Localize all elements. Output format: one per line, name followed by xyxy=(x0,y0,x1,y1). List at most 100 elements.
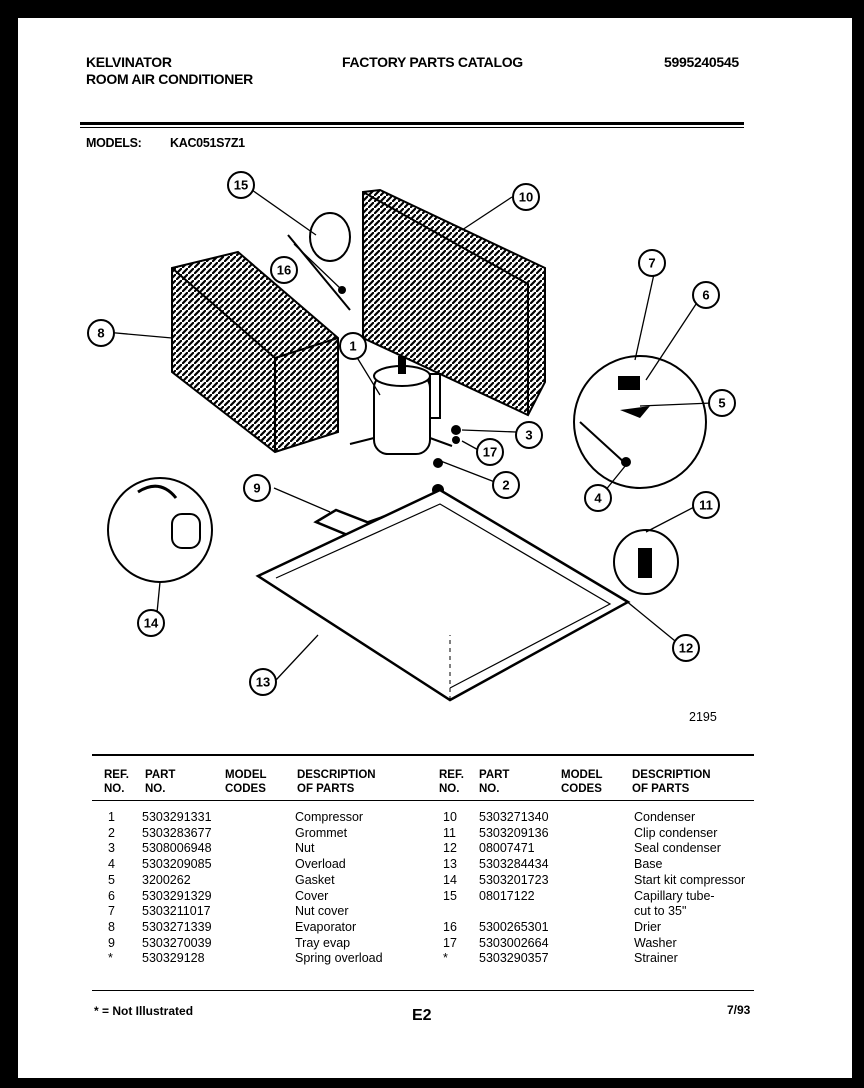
callout-8: 8 xyxy=(87,319,115,347)
cell: Washer xyxy=(634,935,677,950)
cell: 5308006948 xyxy=(142,841,212,856)
cell: 14 xyxy=(443,872,457,887)
cell: 5 xyxy=(108,872,115,887)
cell: 5303283677 xyxy=(142,825,212,840)
cell: 5303201723 xyxy=(479,872,549,887)
svg-text:1: 1 xyxy=(349,339,356,354)
cell: * xyxy=(443,951,448,966)
grommet-nut-washer xyxy=(432,425,461,496)
callout-12: 12 xyxy=(672,634,700,662)
cell xyxy=(479,904,549,920)
cell: 5303290357 xyxy=(479,951,549,966)
right-desc-column: Condenser Clip condenser Seal condenser … xyxy=(634,810,745,967)
cell: 2 xyxy=(108,825,115,840)
header-rule-thin xyxy=(80,127,744,128)
svg-text:12: 12 xyxy=(679,641,693,656)
left-desc-column: Compressor Grommet Nut Overload Gasket C… xyxy=(295,810,383,967)
start-kit-detail xyxy=(107,477,213,583)
cell: 5303002664 xyxy=(479,935,549,950)
cell: 08007471 xyxy=(479,841,535,856)
callout-17: 17 xyxy=(476,438,504,466)
left-part-column: 5303291331 5303283677 5308006948 5303209… xyxy=(142,810,212,967)
cell: 12 xyxy=(443,841,457,856)
callout-11: 11 xyxy=(692,491,720,519)
cell: 530329128 xyxy=(142,951,205,966)
svg-text:2: 2 xyxy=(502,478,509,493)
svg-text:14: 14 xyxy=(144,616,159,631)
col-ref-right: REF.NO. xyxy=(439,769,464,795)
document-number: 5995240545 xyxy=(664,54,739,70)
callout-4: 4 xyxy=(584,484,612,512)
cell: Compressor xyxy=(295,810,364,824)
cell: Start kit compressor xyxy=(634,872,746,887)
cell: Seal condenser xyxy=(634,841,721,856)
cell: 17 xyxy=(443,935,457,950)
callout-13: 13 xyxy=(249,668,277,696)
evaporator-coil xyxy=(171,250,339,454)
cell: Condenser xyxy=(634,810,696,824)
cell: 5300265301 xyxy=(479,919,549,934)
callout-15: 15 xyxy=(227,171,255,199)
cell: 5303271339 xyxy=(142,919,212,934)
svg-text:16: 16 xyxy=(277,263,291,278)
cell: 5303291329 xyxy=(142,888,212,903)
cell: 11 xyxy=(443,825,456,840)
cell: 8 xyxy=(108,919,115,934)
cell: 15 xyxy=(443,888,457,903)
cell: 5303291331 xyxy=(142,810,212,824)
cell: 4 xyxy=(108,857,115,872)
header-rule-thick xyxy=(80,122,744,125)
cell: Drier xyxy=(634,919,662,934)
brand-name: KELVINATOR xyxy=(86,54,172,70)
cell: 5303209085 xyxy=(142,857,212,872)
cell: 16 xyxy=(443,919,457,934)
cell: 7 xyxy=(108,904,115,919)
cell: Cover xyxy=(295,888,329,903)
cell: 3 xyxy=(108,841,115,856)
cell: Clip condenser xyxy=(634,825,718,840)
right-part-column: 5303271340 5303209136 08007471 530328443… xyxy=(479,810,549,967)
svg-text:9: 9 xyxy=(253,481,260,496)
cell: Overload xyxy=(295,857,346,872)
cell: Nut xyxy=(295,841,315,856)
cell: 13 xyxy=(443,857,457,872)
svg-text:4: 4 xyxy=(594,491,602,506)
left-ref-column: 1 2 3 4 5 6 7 8 9 * xyxy=(108,810,115,967)
cell: 08017122 xyxy=(479,888,535,903)
cell: Capillary tube- xyxy=(634,888,715,903)
cell: Evaporator xyxy=(295,919,357,934)
svg-text:13: 13 xyxy=(256,675,270,690)
callout-14: 14 xyxy=(137,609,165,637)
cell: Nut cover xyxy=(295,904,349,919)
table-top-rule xyxy=(92,754,754,756)
cell: cut to 35" xyxy=(634,904,687,919)
col-ref: REF.NO. xyxy=(104,769,129,795)
cell: Gasket xyxy=(295,872,335,887)
svg-text:3: 3 xyxy=(525,428,532,443)
cell: 5303270039 xyxy=(142,935,212,950)
cell: 5303271340 xyxy=(479,810,549,824)
cell: Grommet xyxy=(295,825,348,840)
callout-10: 10 xyxy=(512,183,540,211)
compressor xyxy=(349,356,453,455)
svg-text:11: 11 xyxy=(699,498,713,513)
cell: 5303284434 xyxy=(479,857,549,872)
svg-text:5: 5 xyxy=(718,396,725,411)
table-header-rule xyxy=(92,800,754,801)
cell: Tray evap xyxy=(295,935,351,950)
cell: * xyxy=(108,951,113,966)
callout-6: 6 xyxy=(692,281,720,309)
catalog-title: FACTORY PARTS CATALOG xyxy=(342,54,523,70)
cell: 1 xyxy=(108,810,115,824)
cell: Spring overload xyxy=(295,951,383,966)
not-illustrated-note: * = Not Illustrated xyxy=(94,1004,194,1018)
cell: 3200262 xyxy=(142,872,191,887)
overload-detail xyxy=(573,355,707,489)
svg-text:6: 6 xyxy=(702,288,709,303)
capillary-tube xyxy=(287,212,351,311)
cell: 5303209136 xyxy=(479,825,549,840)
